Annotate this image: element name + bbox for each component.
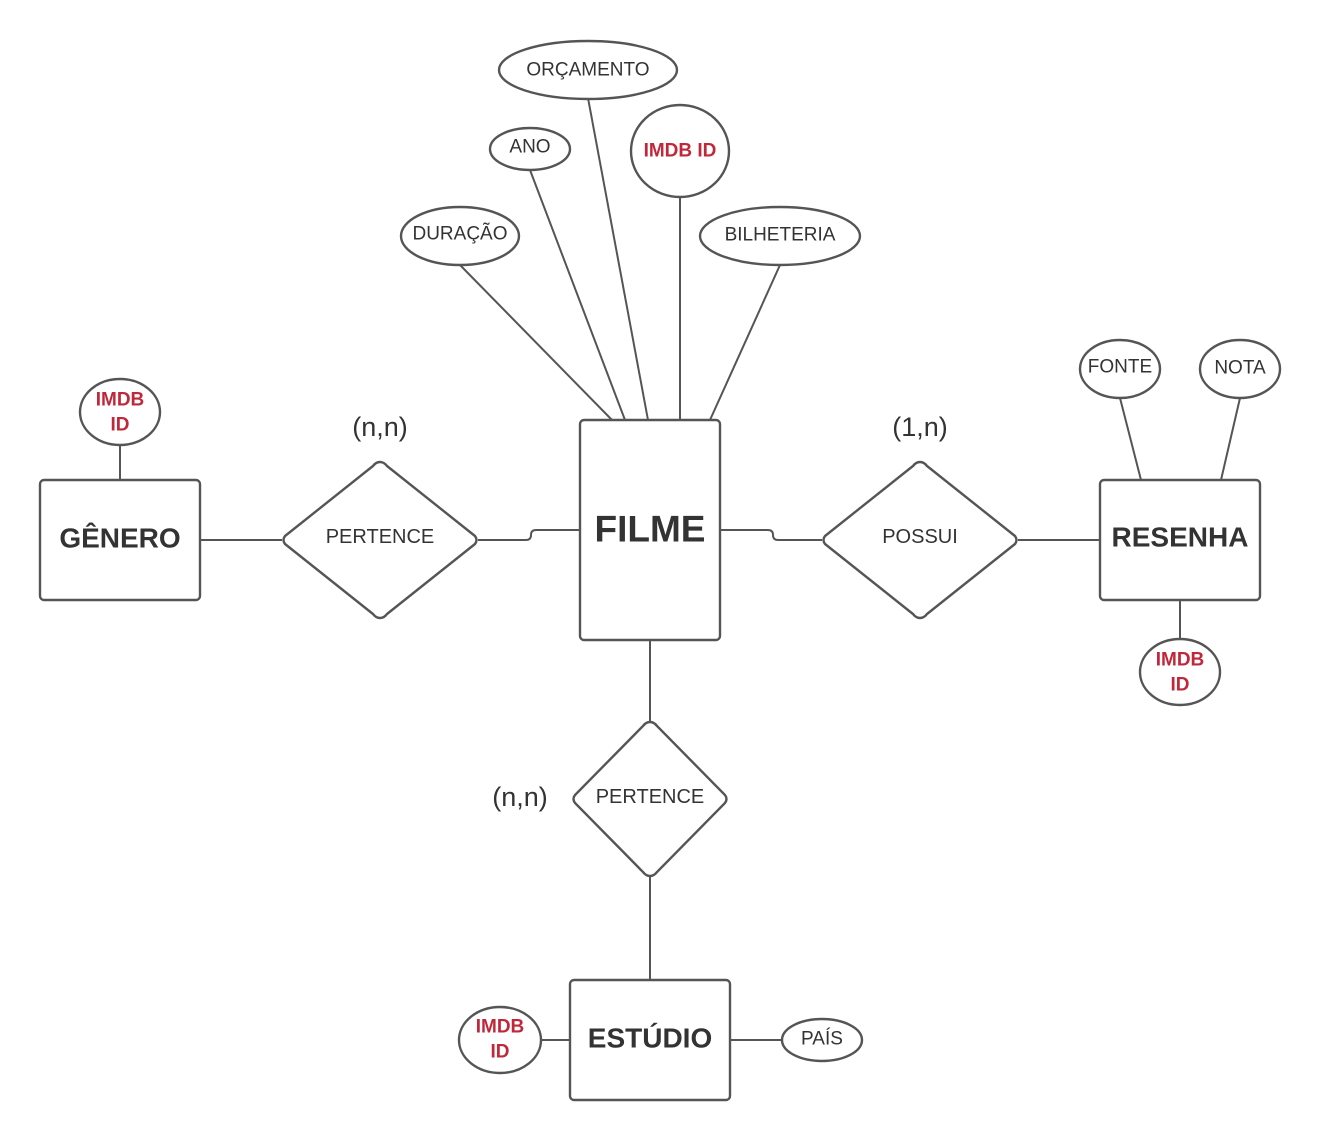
attribute-nota: NOTA <box>1198 338 1282 400</box>
relationship-pertence-genero: PERTENCE <box>282 460 478 620</box>
key-attribute-label-line2: ID <box>491 1042 510 1063</box>
entity-estudio: ESTÚDIO <box>568 978 732 1102</box>
attribute-bilheteria: BILHETERIA <box>698 205 862 267</box>
entity-filme: FILME <box>578 418 722 642</box>
key-attribute-label-line1: IMDB <box>476 1017 525 1038</box>
attribute-genero-imdb-id: IMDB ID <box>78 377 162 447</box>
attribute-duracao: DURAÇÃO <box>399 205 521 267</box>
relationship-possui: POSSUI <box>822 460 1018 620</box>
cardinality-filme-estudio: (n,n) <box>492 782 548 812</box>
attribute-label: NOTA <box>1214 358 1266 379</box>
attribute-pais: PAÍS <box>780 1017 864 1063</box>
attribute-label: ANO <box>509 137 550 158</box>
key-attribute-label-line1: IMDB <box>1156 650 1205 671</box>
relationship-label: PERTENCE <box>326 526 435 548</box>
entity-label: GÊNERO <box>59 523 180 554</box>
attribute-fonte: FONTE <box>1078 338 1162 400</box>
attribute-label: DURAÇÃO <box>412 223 507 245</box>
attribute-resenha-imdb-id: IMDB ID <box>1138 637 1222 707</box>
attribute-estudio-imdb-id: IMDB ID <box>457 1005 543 1075</box>
attribute-label: PAÍS <box>801 1029 843 1050</box>
entity-label: ESTÚDIO <box>588 1023 712 1054</box>
connector-lines <box>119 97 1241 1041</box>
key-attribute-label-line1: IMDB <box>96 390 145 411</box>
attribute-label: ORÇAMENTO <box>526 60 649 81</box>
key-attribute-label-line2: ID <box>111 415 130 436</box>
cardinality-filme-resenha: (1,n) <box>892 412 948 442</box>
attribute-label: BILHETERIA <box>725 225 836 246</box>
attribute-filme-imdb-id: IMDB ID <box>629 103 731 199</box>
relationship-pertence-estudio: PERTENCE <box>572 720 728 878</box>
entity-label: RESENHA <box>1112 522 1249 553</box>
attribute-orcamento: ORÇAMENTO <box>497 39 679 101</box>
entity-genero: GÊNERO <box>38 478 202 602</box>
entity-resenha: RESENHA <box>1098 478 1262 602</box>
key-attribute-label-line2: ID <box>1171 675 1190 696</box>
relationship-label: PERTENCE <box>596 786 705 808</box>
key-attribute-label: IMDB ID <box>644 141 717 162</box>
attribute-label: FONTE <box>1088 357 1152 378</box>
cardinality-genero-filme: (n,n) <box>352 412 408 442</box>
entity-label: FILME <box>595 509 706 550</box>
attribute-ano: ANO <box>488 126 572 172</box>
relationship-label: POSSUI <box>882 526 958 548</box>
